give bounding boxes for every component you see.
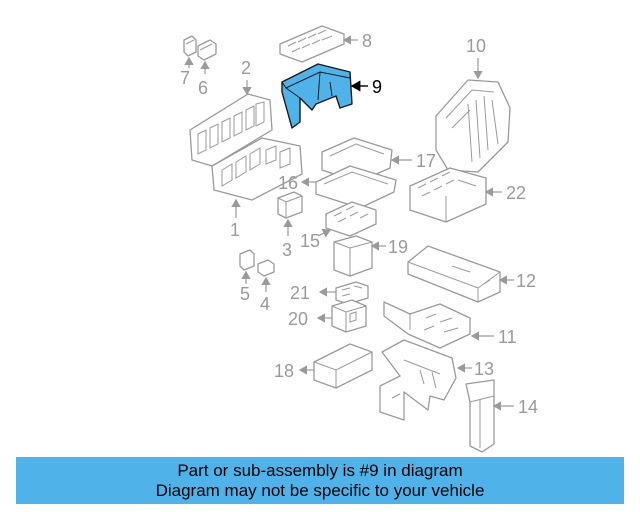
callout-16: 16 xyxy=(278,173,298,193)
callout-21: 21 xyxy=(290,283,310,303)
part-11-bracket xyxy=(383,301,471,349)
callout-5: 5 xyxy=(240,284,250,304)
callout-18: 18 xyxy=(274,361,294,381)
parts-diagram: 7 6 8 9 2 1 3 5 4 xyxy=(180,25,538,453)
callout-15: 15 xyxy=(300,231,320,251)
callout-3: 3 xyxy=(282,240,292,260)
part-20-relay xyxy=(331,299,367,333)
part-14-side-cover xyxy=(465,379,495,453)
part-15-relay-base xyxy=(325,201,377,237)
callout-17: 17 xyxy=(416,151,436,171)
part-18-connector xyxy=(313,343,373,389)
callout-13: 13 xyxy=(474,359,494,379)
part-1-relay-block xyxy=(211,137,303,201)
info-banner: Part or sub-assembly is #9 in diagram Di… xyxy=(16,457,624,504)
part-13-lower-bracket xyxy=(379,339,457,421)
banner-line-1: Part or sub-assembly is #9 in diagram xyxy=(177,460,463,480)
part-6-clip xyxy=(197,39,217,61)
callout-11: 11 xyxy=(498,327,517,347)
part-3-relay xyxy=(277,191,303,219)
callout-20: 20 xyxy=(288,309,308,329)
part-12-fuse-strip xyxy=(407,245,501,303)
part-21-socket xyxy=(335,281,369,305)
banner-line-2: Diagram may not be specific to your vehi… xyxy=(155,480,485,500)
callout-22: 22 xyxy=(506,183,526,203)
part-7-clip xyxy=(183,35,197,57)
callout-2: 2 xyxy=(241,58,251,78)
part-5-clip xyxy=(239,249,255,271)
part-4-clip xyxy=(257,259,275,277)
callout-8: 8 xyxy=(362,31,372,51)
callout-19: 19 xyxy=(388,237,408,257)
callout-14: 14 xyxy=(518,397,538,417)
callout-12: 12 xyxy=(516,271,536,291)
callout-1: 1 xyxy=(230,220,240,240)
callout-7: 7 xyxy=(180,68,190,88)
part-8-plate xyxy=(279,25,345,63)
part-9-bracket xyxy=(281,63,353,129)
part-10-cover xyxy=(435,79,511,173)
part-22-fuse-block xyxy=(409,167,487,223)
callout-9: 9 xyxy=(372,77,382,97)
callout-10: 10 xyxy=(466,36,486,56)
callout-4: 4 xyxy=(260,294,270,314)
part-16-tray xyxy=(315,165,397,209)
callout-6: 6 xyxy=(198,78,208,98)
part-19-relay xyxy=(333,235,373,277)
